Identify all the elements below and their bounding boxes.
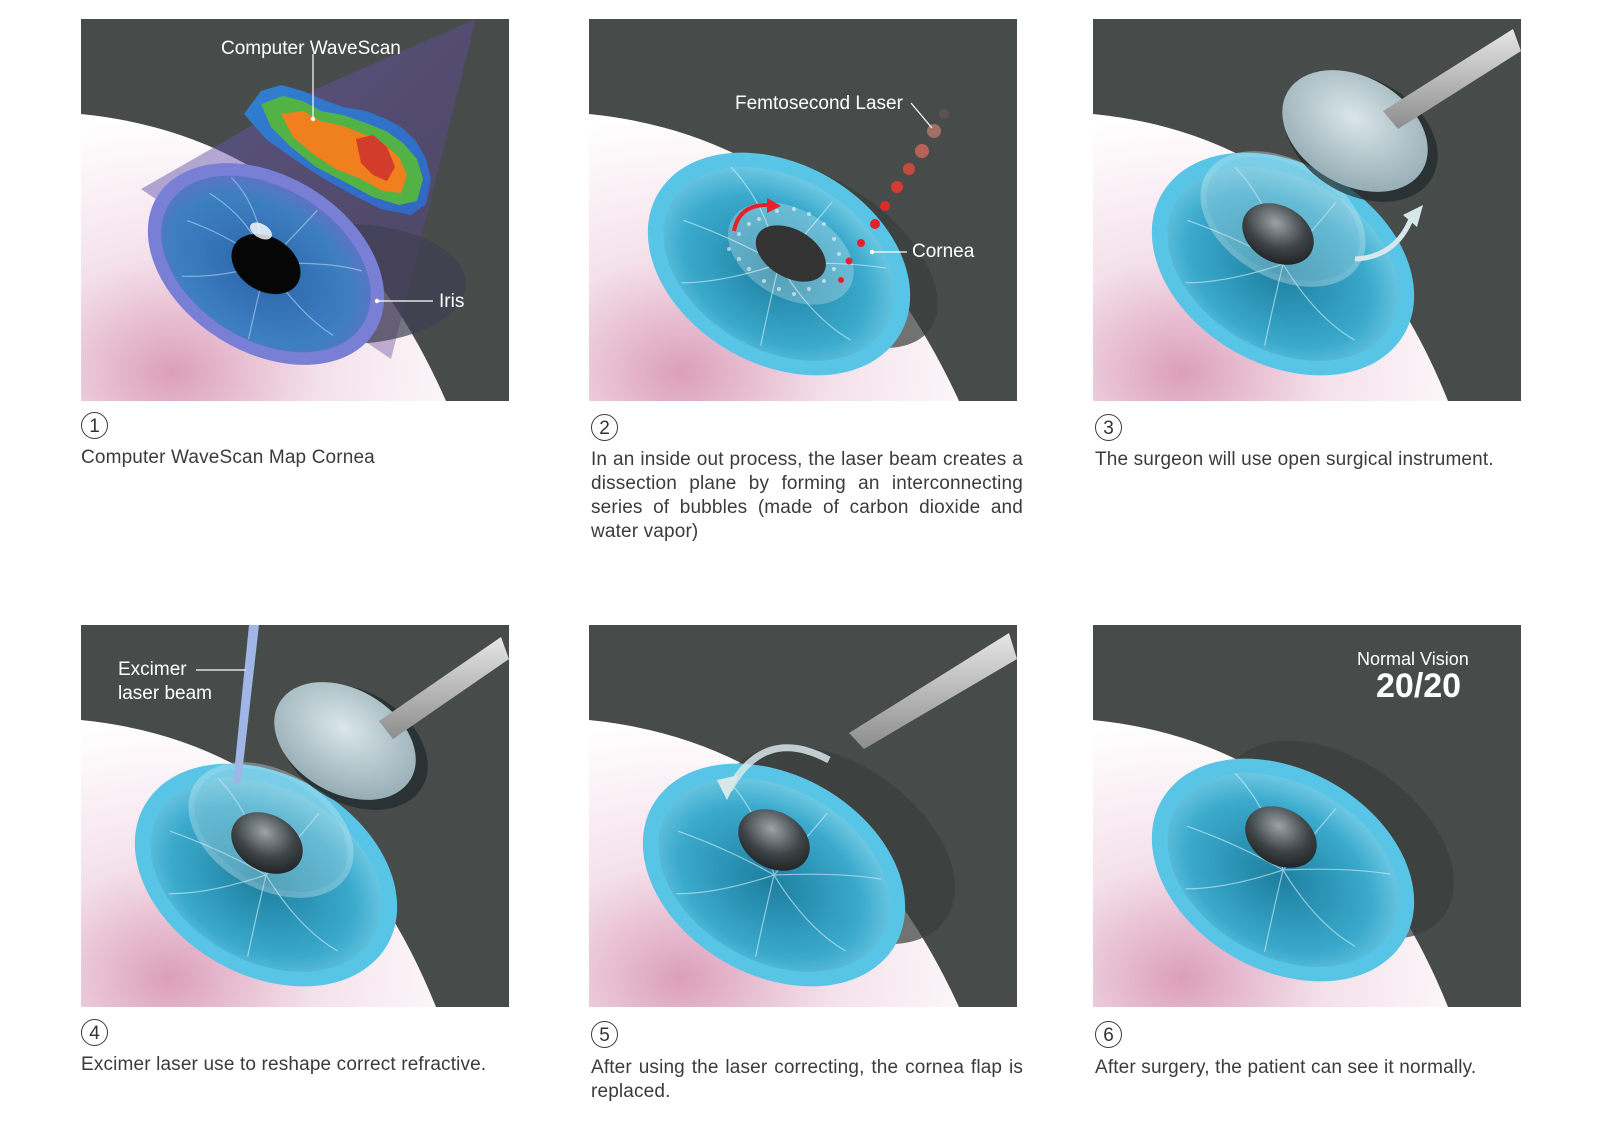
panel-normal-vision: Normal Vision 20/20 [1093,625,1521,1007]
panel-excimer: Excimer laser beam [81,625,509,1007]
step-caption-3: The surgeon will use open surgical instr… [1095,448,1535,472]
femtosecond-laser-label: Femtosecond Laser [735,92,903,115]
step-number-5: 5 [591,1021,618,1048]
vision-score: 20/20 [1376,667,1461,705]
step-number-4: 4 [81,1019,108,1046]
femtosecond-illustration [589,19,1017,401]
step-number-2: 2 [591,414,618,441]
step-caption-2: In an inside out process, the laser beam… [591,448,1023,544]
excimer-label-line1: Excimer [118,658,187,681]
step-number-6: 6 [1095,1021,1122,1048]
step-caption-4: Excimer laser use to reshape correct ref… [81,1053,521,1077]
excimer-beam [233,625,259,783]
surgical-instrument [379,637,509,739]
panel-wavescan: Computer WaveScan Iris [81,19,509,401]
step-number-1: 1 [81,412,108,439]
step-number-3: 3 [1095,414,1122,441]
step-caption-6: After surgery, the patient can see it no… [1095,1056,1535,1080]
wavescan-illustration [81,19,509,401]
excimer-label-line2: laser beam [118,682,212,705]
step-caption-1: Computer WaveScan Map Cornea [81,446,511,470]
iris-label: Iris [439,290,464,313]
surgical-instrument [849,633,1017,749]
flap-replaced-illustration [589,625,1017,1007]
panel-flap-replaced [589,625,1017,1007]
wavescan-label: Computer WaveScan [221,37,401,60]
step-caption-5: After using the laser correcting, the co… [591,1056,1023,1104]
surgical-instrument [1383,29,1521,129]
panel-femtosecond: Femtosecond Laser Cornea [589,19,1017,401]
cornea-label: Cornea [912,240,974,263]
panel-flap-open [1093,19,1521,401]
flap-open-illustration [1093,19,1521,401]
laser-leader [911,103,932,128]
